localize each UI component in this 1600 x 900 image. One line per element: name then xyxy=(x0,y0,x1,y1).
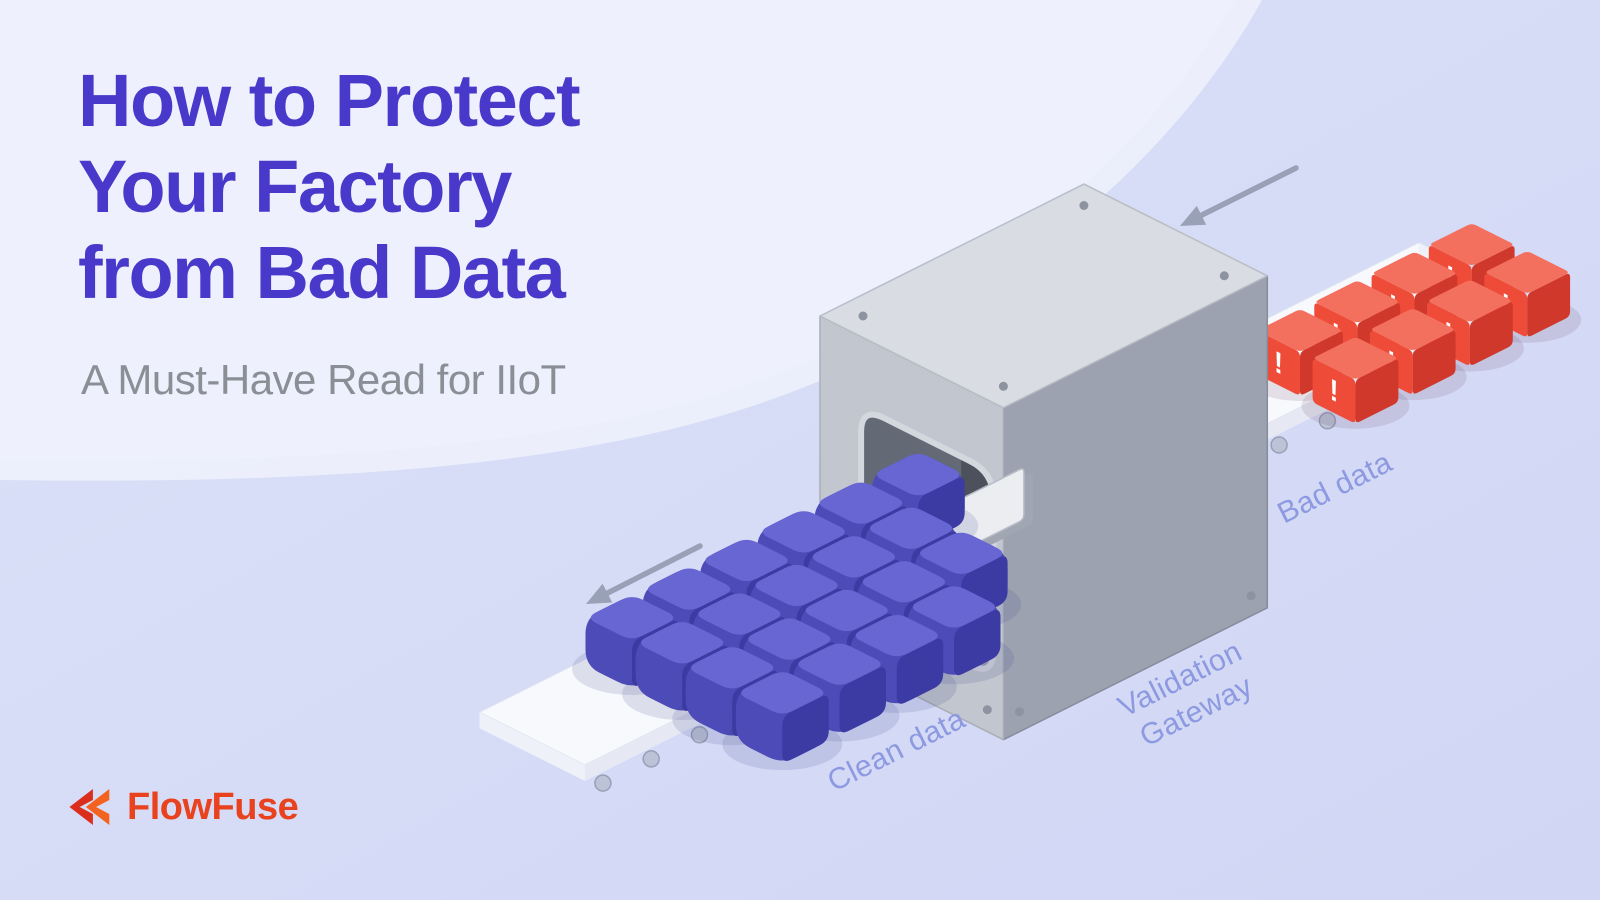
page-title-line-1: How to Protect xyxy=(78,59,581,142)
page-title-line-3: from Bad Data xyxy=(78,230,566,314)
brand-name: FlowFuse xyxy=(127,785,299,828)
page-title-line-2: Your Factory xyxy=(78,144,512,228)
svg-text:!: ! xyxy=(1330,372,1339,409)
flowfuse-logo: FlowFuse xyxy=(64,782,299,832)
flow-direction-arrows xyxy=(586,165,1299,604)
clean-data-cubes xyxy=(572,454,1022,771)
wave-light-region xyxy=(0,0,1235,461)
logo-chevron-red xyxy=(69,789,93,825)
logo-chevron-orange xyxy=(85,789,110,825)
flowfuse-logo-icon xyxy=(69,789,110,825)
page-subtitle: A Must-Have Read for IIoT xyxy=(81,356,566,403)
label-bad-data: Bad data xyxy=(1272,446,1397,531)
svg-text:!: ! xyxy=(1274,345,1283,382)
page-title: How to Protect Your Factory from Bad Dat… xyxy=(78,58,581,315)
bad-data-cubes: !!!!!!!! xyxy=(1246,224,1582,429)
